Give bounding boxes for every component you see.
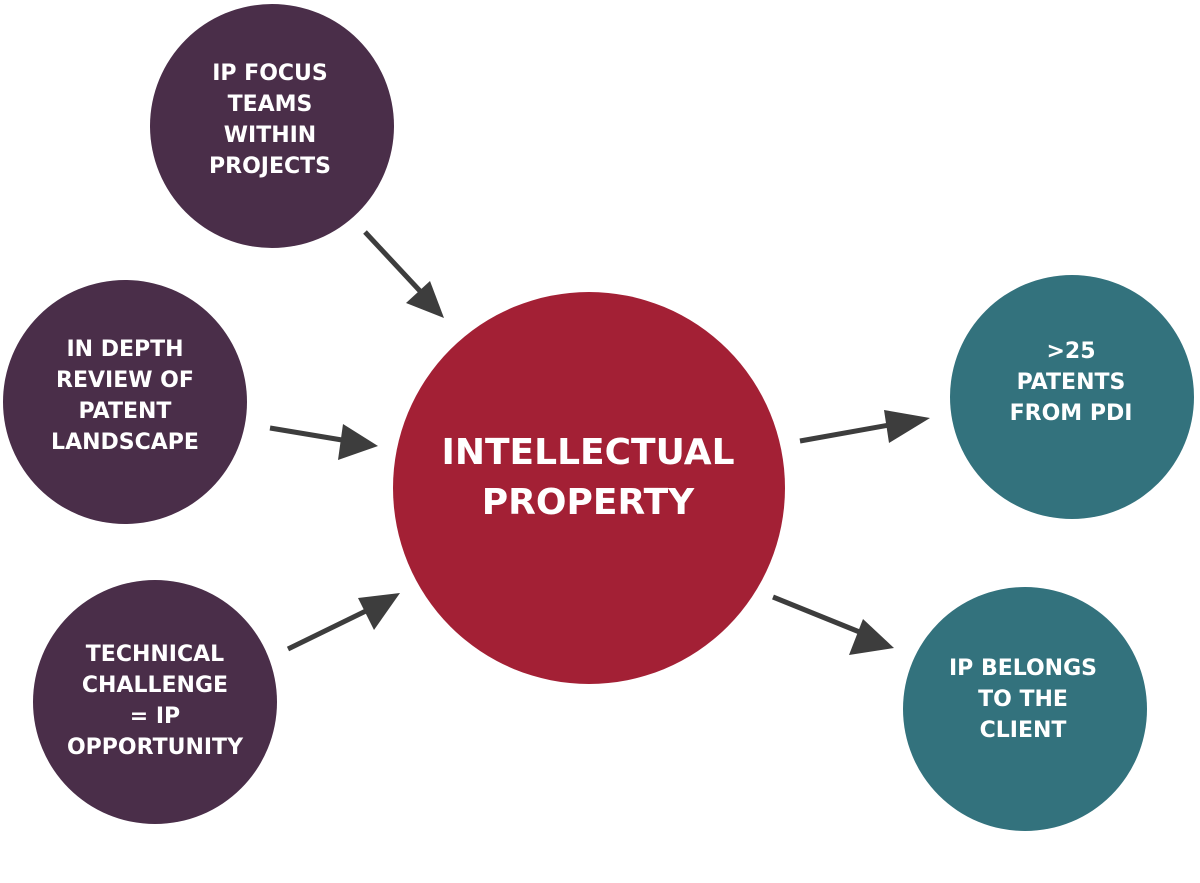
arrow-to-belongs	[772, 594, 894, 655]
ip-belongs-to-client-node: IP BELONGS TO THE CLIENT	[903, 587, 1147, 831]
intellectual-property-label: INTELLECTUAL PROPERTY	[441, 432, 735, 523]
arrow-from-ip-focus	[363, 230, 444, 318]
patents-from-pdi-node: >25 PATENTS FROM PDI	[950, 275, 1194, 519]
arrow-from-technical	[286, 593, 400, 652]
patent-landscape-review-label: IN DEPTH REVIEW OF PATENT LANDSCAPE	[51, 337, 199, 455]
intellectual-property-node: INTELLECTUAL PROPERTY	[393, 292, 785, 684]
arrow-from-in-depth	[269, 424, 378, 460]
patents-from-pdi-label: >25 PATENTS FROM PDI	[1009, 338, 1133, 426]
patent-landscape-review-node: IN DEPTH REVIEW OF PATENT LANDSCAPE	[3, 280, 247, 524]
ip-focus-teams-node: IP FOCUS TEAMS WITHIN PROJECTS	[150, 4, 394, 248]
technical-challenge-node: TECHNICAL CHALLENGE = IP OPPORTUNITY	[33, 580, 277, 824]
technical-challenge-label: TECHNICAL CHALLENGE = IP OPPORTUNITY	[66, 642, 243, 760]
ip-focus-teams-label: IP FOCUS TEAMS WITHIN PROJECTS	[209, 61, 331, 179]
arrow-to-patents	[799, 410, 930, 444]
ip-belongs-to-client-label: IP BELONGS TO THE CLIENT	[948, 655, 1098, 743]
